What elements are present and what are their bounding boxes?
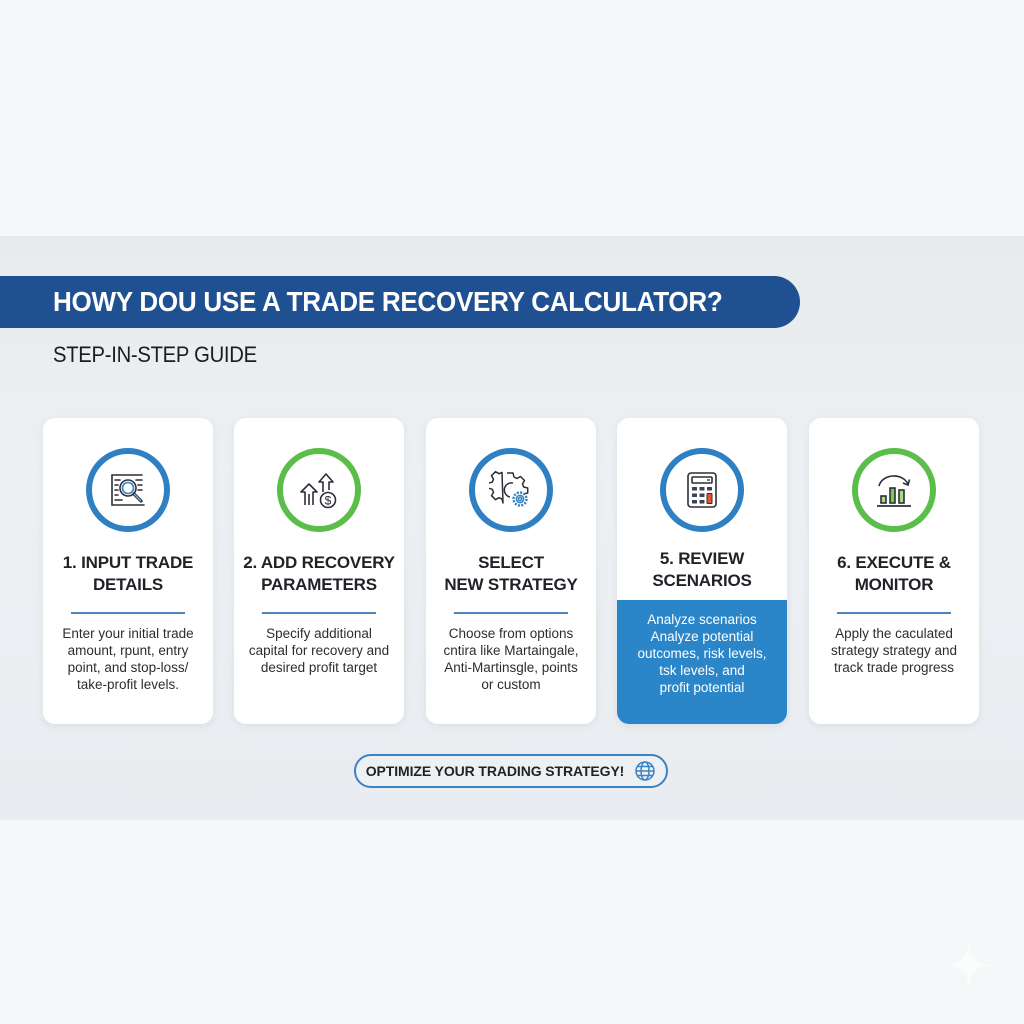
step-title: SELECT NEW STRATEGY [444,553,578,594]
divider [71,612,185,614]
divider [837,612,951,614]
page-subtitle: STEP-IN-STEP GUIDE [53,342,257,367]
step-card-input-trade-details: 1. INPUT TRADE DETAILS Enter your initia… [43,418,213,724]
icon-ring [852,448,936,532]
step-description: Specify additional capital for recovery … [248,626,390,675]
optimize-strategy-button[interactable]: OPTIMIZE YOUR TRADING STRATEGY! [354,754,668,788]
step-card-execute-monitor: 6. EXECUTE & MONITOR Apply the caculated… [809,418,979,724]
divider [454,612,568,614]
highlight-panel [617,600,787,724]
step-title: 1. INPUT TRADE DETAILS [62,553,194,594]
step-description: Analyze scenarios Analyze potential outc… [637,612,767,695]
document-search-icon [111,474,145,506]
title-banner: HOWY DOU USE A TRADE RECOVERY CALCULATOR… [0,276,800,328]
step-title: 2. ADD RECOVERY PARAMETERS [243,553,395,594]
svg-text:$: $ [325,494,332,508]
icon-ring [86,448,170,532]
step-card-add-recovery-parameters: $ 2. ADD RECOVERY PARAMETERS Specify add… [234,418,404,724]
cta-label: OPTIMIZE YOUR TRADING STRATEGY! [365,763,625,779]
step-title: 6. EXECUTE & MONITOR [837,553,951,594]
sparkle-icon [946,942,992,988]
step-description: Enter your initial trade amount, rpunt, … [62,626,194,692]
icon-ring: $ [277,448,361,532]
globe-icon [635,761,655,781]
step-card-select-new-strategy: SELECT NEW STRATEGY Choose from options … [426,418,596,724]
bar-chart-arrow-icon [877,475,911,507]
step-title: 5. REVIEW SCENARIOS [652,549,752,590]
step-description: Choose from options cntira like Martaing… [443,626,579,692]
arrows-up-dollar-icon: $ [300,473,337,509]
icon-ring [660,448,744,532]
gears-icon [489,470,529,507]
step-description: Apply the caculated strategy strategy an… [830,626,958,675]
divider [262,612,376,614]
calculator-icon [687,472,717,508]
page-title: HOWY DOU USE A TRADE RECOVERY CALCULATOR… [53,286,723,317]
step-card-review-scenarios: 5. REVIEW SCENARIOS Analyze scenarios An… [617,418,787,724]
icon-ring [469,448,553,532]
